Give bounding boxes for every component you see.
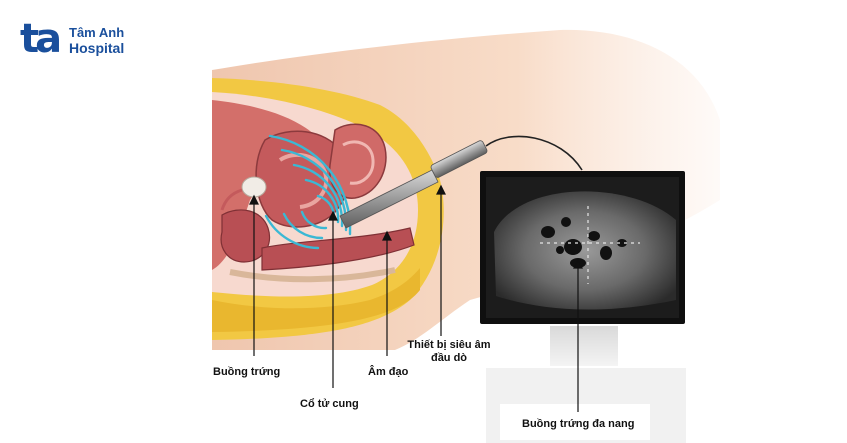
monitor-stand <box>486 326 686 443</box>
monitor <box>480 171 685 324</box>
ovary <box>220 176 267 211</box>
label-probe-line1: Thiết bị siêu âm <box>407 339 491 351</box>
uterus <box>255 130 350 228</box>
ultrasound-probe <box>339 135 583 229</box>
logo-name-line2: Hospital <box>69 40 125 56</box>
label-ovary: Buồng trứng <box>213 366 281 378</box>
logo-mark: ta <box>20 16 62 62</box>
logo-name-line1: Tâm Anh <box>69 25 125 40</box>
hospital-logo: ta Tâm Anh Hospital <box>20 16 140 62</box>
bladder <box>329 123 387 199</box>
label-vagina: Âm đạo <box>368 366 409 378</box>
label-probe-line2: đầu dò <box>430 352 468 364</box>
label-probe: Thiết bị siêu âm đầu dò <box>405 339 493 365</box>
bowel <box>220 209 415 283</box>
label-pcos: Buồng trứng đa nang <box>522 418 635 430</box>
label-cervix: Cổ tử cung <box>300 398 359 410</box>
pointer-lines <box>249 184 583 412</box>
